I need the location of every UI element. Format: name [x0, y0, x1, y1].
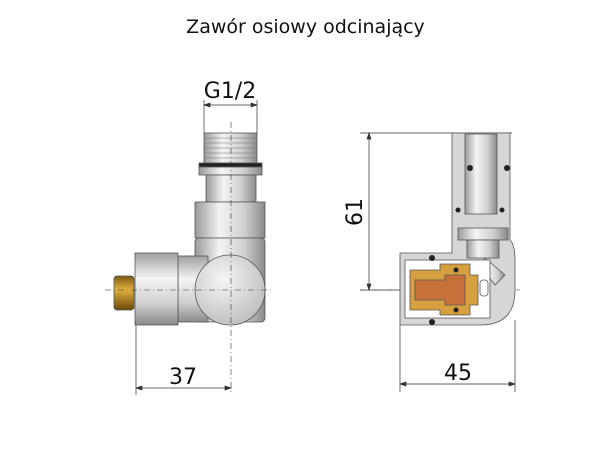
- side-nut: [134, 252, 179, 326]
- dim-37-label: 37: [169, 365, 197, 390]
- copper-core: [414, 274, 466, 306]
- front-view: [113, 132, 266, 326]
- brass-spindle: [113, 275, 135, 311]
- section-view: [399, 132, 516, 326]
- union-nut: [194, 201, 266, 239]
- dim-61-label: 61: [343, 198, 368, 226]
- dim-thread-label: G1/2: [204, 79, 256, 104]
- o-ring: [198, 162, 263, 168]
- inner-pipe: [464, 133, 498, 215]
- drawing-title: Zawór osiowy odcinający: [186, 16, 425, 38]
- dim-45-label: 45: [444, 361, 472, 386]
